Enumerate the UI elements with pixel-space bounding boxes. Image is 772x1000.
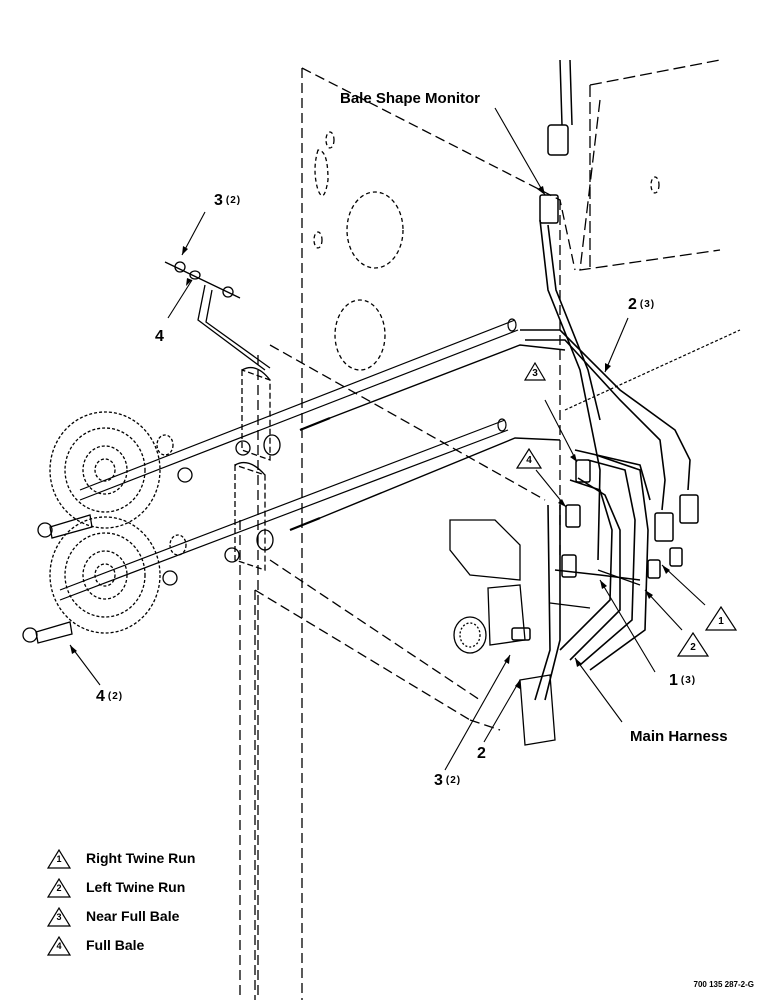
callout-bottom-4: 4(2) (96, 688, 124, 705)
leader-lines (69, 107, 706, 771)
twine-wheel-lower (49, 516, 161, 634)
callout-bottom-3: 3(2) (434, 772, 462, 789)
triangle-number-1: 1 (718, 616, 724, 627)
legend-triangle-icon (46, 848, 72, 869)
triangle-callout-1 (704, 605, 738, 631)
harness-connectors (511, 59, 699, 641)
triangle-number-3: 3 (532, 368, 538, 379)
control-knob (453, 616, 487, 654)
panel-cutouts (313, 131, 660, 371)
triangle-callout-4 (515, 447, 543, 469)
cable-tie-straps (549, 569, 641, 609)
callout-right-1: 1(3) (669, 672, 697, 689)
legend-triangle-icon (46, 935, 72, 956)
triangle-callout-3 (523, 361, 547, 381)
right-frame-panel (579, 59, 721, 271)
main-harness-label: Main Harness (630, 728, 728, 745)
callout-right-2: 2(3) (628, 296, 656, 313)
twine-wheel-upper (49, 411, 161, 529)
baler-side-panel (239, 67, 576, 1000)
main-harness-cables (520, 219, 691, 701)
spacers-and-nuts (22, 434, 281, 644)
triangle-callout-2 (676, 631, 710, 657)
legend-triangle-icon (46, 877, 72, 898)
drawing-code: 700 135 287-2-G (693, 980, 755, 989)
callout-bottom-2: 2 (477, 745, 486, 762)
legend-triangle-icon (46, 906, 72, 927)
arrow-heads (70, 186, 670, 689)
triangle-number-2: 2 (690, 642, 696, 653)
shaft-sensors (289, 416, 331, 532)
callout-top-4: 4 (155, 328, 164, 345)
sensor-cables (319, 344, 566, 519)
triangle-number-4: 4 (526, 455, 532, 466)
top-left-hardware (164, 261, 271, 371)
idler-shafts (59, 318, 519, 601)
bracket-plates (234, 366, 556, 746)
callout-top-3: 3(2) (214, 192, 242, 209)
bale-shape-monitor-label: Bale Shape Monitor (340, 90, 481, 107)
